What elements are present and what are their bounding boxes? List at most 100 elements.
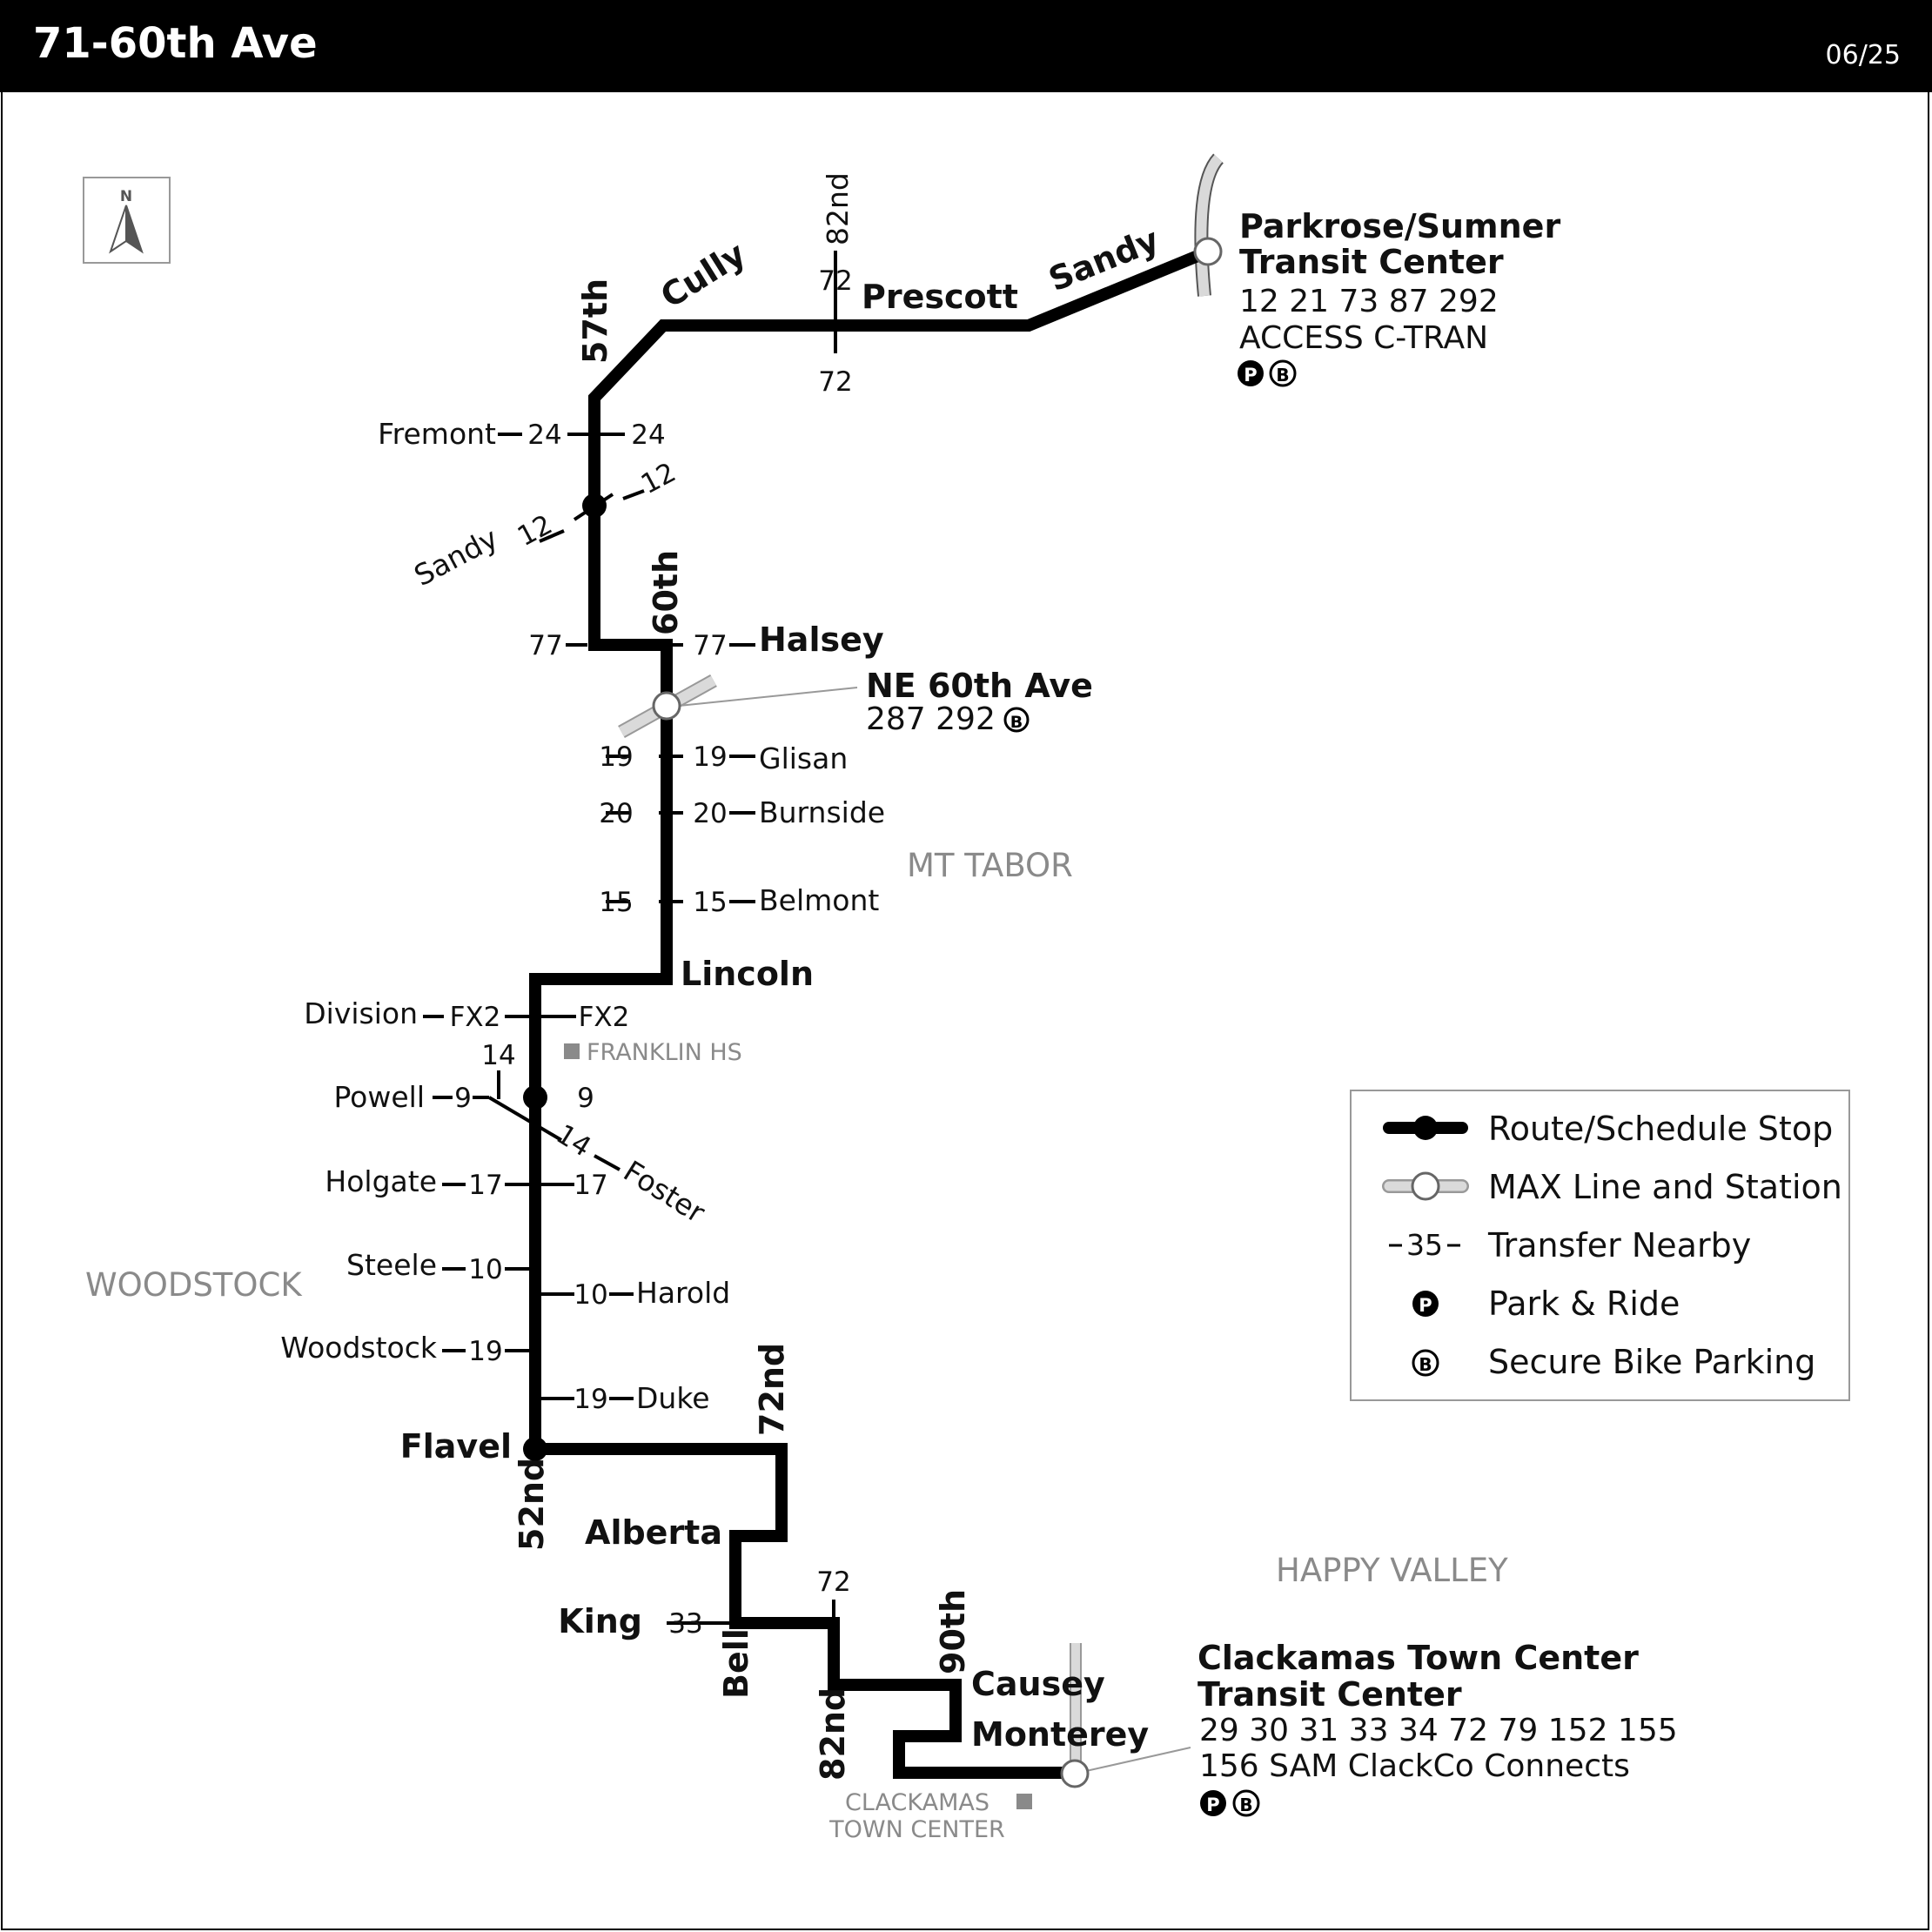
street-powell: Powell <box>333 1080 425 1114</box>
clackamas-name-line2: Transit Center <box>1197 1675 1462 1714</box>
transfer-77-east: 77 <box>693 630 727 661</box>
transfer-9-west: 9 <box>454 1083 472 1114</box>
transfer-19-east: 19 <box>693 741 727 773</box>
transfer-14-north: 14 <box>481 1040 515 1071</box>
transfer-icon: 35 <box>1389 1228 1460 1262</box>
legend-transfer-label: Transfer Nearby <box>1487 1226 1751 1265</box>
street-woodstock: Woodstock <box>280 1331 437 1365</box>
poi-clackamas: CLACKAMAS TOWN CENTER <box>828 1789 1032 1843</box>
legend: Route/Schedule Stop MAX Line and Station… <box>1350 1090 1850 1401</box>
bike-glyph: B <box>1239 1794 1252 1815</box>
station-ne60[interactable] <box>652 691 681 721</box>
transfer-fx2-east: FX2 <box>579 1002 630 1033</box>
street-prescott: Prescott <box>862 278 1018 316</box>
street-halsey: Halsey <box>759 621 884 659</box>
transfer-19-duke: 19 <box>574 1384 607 1415</box>
station-parkrose[interactable] <box>1193 237 1223 266</box>
transfer-ticks <box>423 251 837 1625</box>
park-glyph: P <box>1419 1295 1432 1316</box>
transfer-72-king: 72 <box>816 1566 850 1598</box>
station-label-parkrose: Parkrose/Sumner Transit Center 12 21 73 … <box>1238 207 1560 387</box>
transfer-19-west: 19 <box>599 741 633 773</box>
leader-lines <box>678 687 1191 1772</box>
bike-glyph: B <box>1276 365 1289 386</box>
parkrose-name-line2: Transit Center <box>1239 243 1504 281</box>
legend-box <box>1350 1090 1850 1401</box>
street-alberta: Alberta <box>585 1513 722 1552</box>
clackamas-name-line1: Clackamas Town Center <box>1197 1639 1639 1677</box>
ne60-name: NE 60th Ave <box>866 667 1093 705</box>
transfer-19-woodstock: 19 <box>468 1336 502 1367</box>
transfer-10-west: 10 <box>468 1254 502 1285</box>
street-steele: Steele <box>346 1248 437 1282</box>
transfer-17-east: 17 <box>574 1170 607 1201</box>
area-happy-valley: HAPPY VALLEY <box>1276 1552 1508 1589</box>
street-82nd-s: 82nd <box>814 1687 852 1781</box>
route-71-line <box>529 246 1209 1779</box>
legend-transfer-sample: 35 <box>1406 1228 1443 1262</box>
street-72nd: 72nd <box>753 1343 791 1436</box>
street-lincoln: Lincoln <box>681 955 814 993</box>
parkrose-routes: 12 21 73 87 292 <box>1239 284 1499 319</box>
north-label: N <box>120 188 132 205</box>
poi-ctc-line1: CLACKAMAS <box>845 1789 989 1816</box>
route-title: 71-60th Ave <box>33 19 318 68</box>
legend-park-label: Park & Ride <box>1488 1285 1680 1323</box>
transfer-24-west: 24 <box>527 419 561 451</box>
clackamas-routes: 29 30 31 33 34 72 79 152 155 <box>1199 1713 1678 1748</box>
map-frame <box>1 92 1929 1930</box>
transfer-24-east: 24 <box>631 419 665 451</box>
transfer-20-west: 20 <box>599 798 633 829</box>
street-holgate: Holgate <box>325 1164 437 1198</box>
park-and-ride-icon: P <box>1200 1790 1226 1816</box>
street-flavel: Flavel <box>400 1427 512 1466</box>
bike-parking-icon: B <box>1269 359 1297 387</box>
street-82nd-n: 82nd <box>821 172 855 245</box>
transfer-fx2-west: FX2 <box>450 1002 501 1033</box>
stop-flavel[interactable] <box>523 1437 547 1461</box>
transfer-17-west: 17 <box>468 1170 502 1201</box>
max-station-icon <box>1382 1171 1469 1201</box>
ne60-routes: 287 292 <box>866 701 996 737</box>
transfer-12-west: 12 <box>513 509 558 553</box>
street-bell: Bell <box>717 1628 755 1699</box>
street-duke: Duke <box>636 1381 710 1415</box>
transfer-77-west: 77 <box>528 630 562 661</box>
north-arrow-icon <box>109 205 144 254</box>
legend-max-label: MAX Line and Station <box>1488 1168 1842 1206</box>
street-division: Division <box>304 996 418 1030</box>
clackamas-extra: 156 SAM ClackCo Connects <box>1199 1748 1630 1784</box>
transfer-14-south: 14 <box>551 1118 597 1163</box>
bike-parking-icon: B <box>1412 1349 1439 1377</box>
legend-bike-label: Secure Bike Parking <box>1488 1343 1815 1381</box>
compass: N <box>83 177 171 264</box>
street-sandy: Sandy <box>408 520 503 593</box>
street-52nd: 52nd <box>513 1458 551 1551</box>
header-bar: 71-60th Ave 06/25 <box>0 0 1932 92</box>
park-and-ride-icon: P <box>1238 360 1264 386</box>
schedule-stops <box>523 493 607 1461</box>
stop-sandy[interactable] <box>582 493 607 518</box>
legend-route-stop-label: Route/Schedule Stop <box>1488 1110 1833 1148</box>
street-belmont: Belmont <box>759 883 879 917</box>
street-60th: 60th <box>647 550 685 635</box>
park-and-ride-icon: P <box>1412 1291 1439 1317</box>
stop-powell[interactable] <box>523 1085 547 1110</box>
street-king: King <box>558 1602 642 1640</box>
poi-square-icon <box>564 1043 580 1059</box>
parkrose-name-line1: Parkrose/Sumner <box>1239 207 1560 245</box>
route-stop-icon <box>1383 1116 1468 1140</box>
transfer-72-south: 72 <box>818 366 852 398</box>
poi-ctc-line2: TOWN CENTER <box>828 1816 1005 1843</box>
transfer-15-east: 15 <box>693 887 727 918</box>
transfer-20-east: 20 <box>693 798 727 829</box>
bike-parking-icon: B <box>1232 1789 1260 1817</box>
station-clackamas[interactable] <box>1060 1759 1090 1788</box>
street-glisan: Glisan <box>759 741 848 775</box>
bike-glyph: B <box>1419 1354 1432 1375</box>
poi-franklin: FRANKLIN HS <box>564 1039 742 1066</box>
street-causey: Causey <box>971 1665 1105 1703</box>
transfer-10-east: 10 <box>574 1279 607 1311</box>
park-glyph: P <box>1206 1794 1219 1815</box>
poi-franklin-label: FRANKLIN HS <box>587 1039 742 1066</box>
